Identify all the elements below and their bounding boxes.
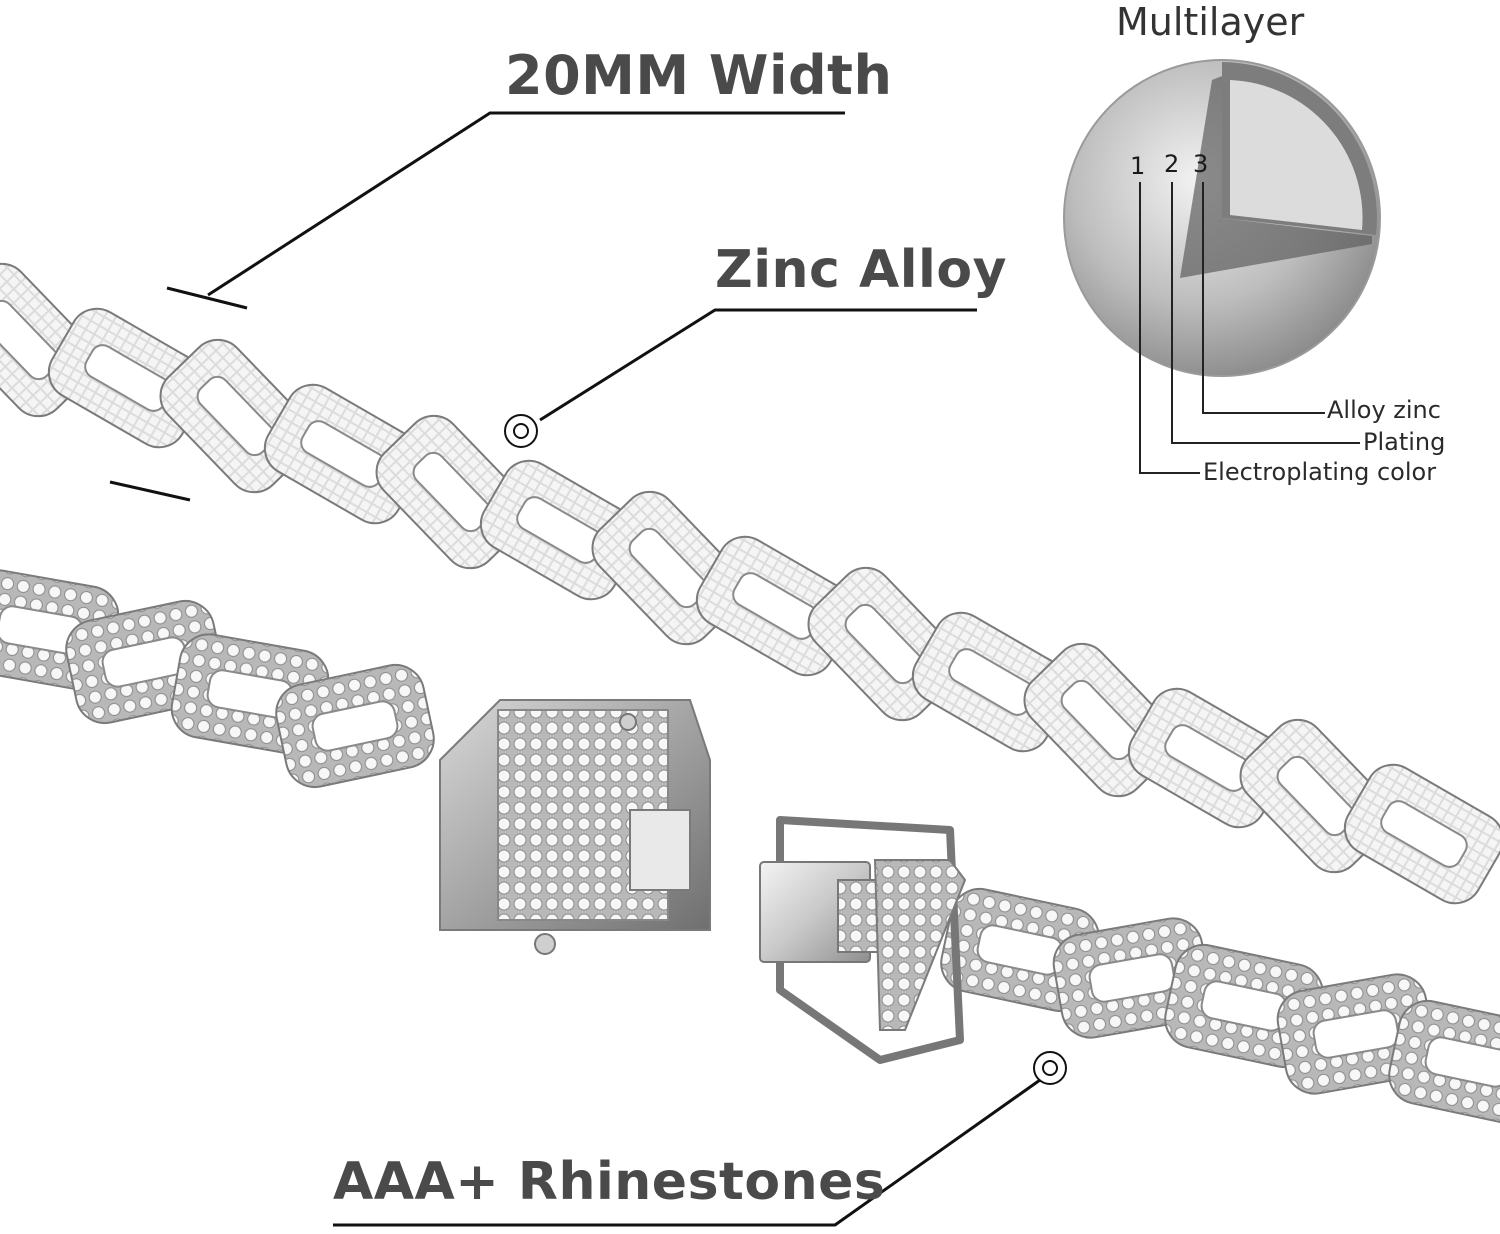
layer-leader-lines [1139,182,1360,474]
width-tick-bottom [109,480,191,502]
callout-lines [109,111,1067,1227]
width-callout-label: 20MM Width [505,44,893,107]
zinc-callout-line [539,308,977,422]
layer-label-alloy: Alloy zinc [1327,396,1441,424]
box-clasp [439,699,711,955]
multilayer-sphere [1063,59,1381,377]
clasp-tongue [759,816,967,1064]
width-tick-top [166,286,248,310]
material-callout-label: Zinc Alloy [715,240,1007,300]
layer-number-3: 3 [1193,150,1209,178]
rhinestone-chain-left [0,569,435,789]
rhinestone-callout-label: AAA+ Rhinestones [333,1152,886,1212]
rhinestone-callout-line [333,1078,1041,1227]
textured-cuban-chain [0,262,1500,905]
zinc-target-marker [504,414,538,448]
chain-link [1343,763,1500,905]
layer-label-plating: Plating [1363,428,1446,456]
rhinestone-chain-right [940,887,1500,1125]
width-callout-line [207,111,845,297]
rhinestone-target-marker [1033,1051,1067,1085]
multilayer-title: Multilayer [1116,0,1305,44]
rhinestone-link [1388,999,1500,1125]
layer-number-1: 1 [1130,152,1146,180]
layer-number-2: 2 [1164,150,1180,178]
rhinestone-link [275,663,435,789]
layer-label-electroplating: Electroplating color [1203,458,1437,486]
